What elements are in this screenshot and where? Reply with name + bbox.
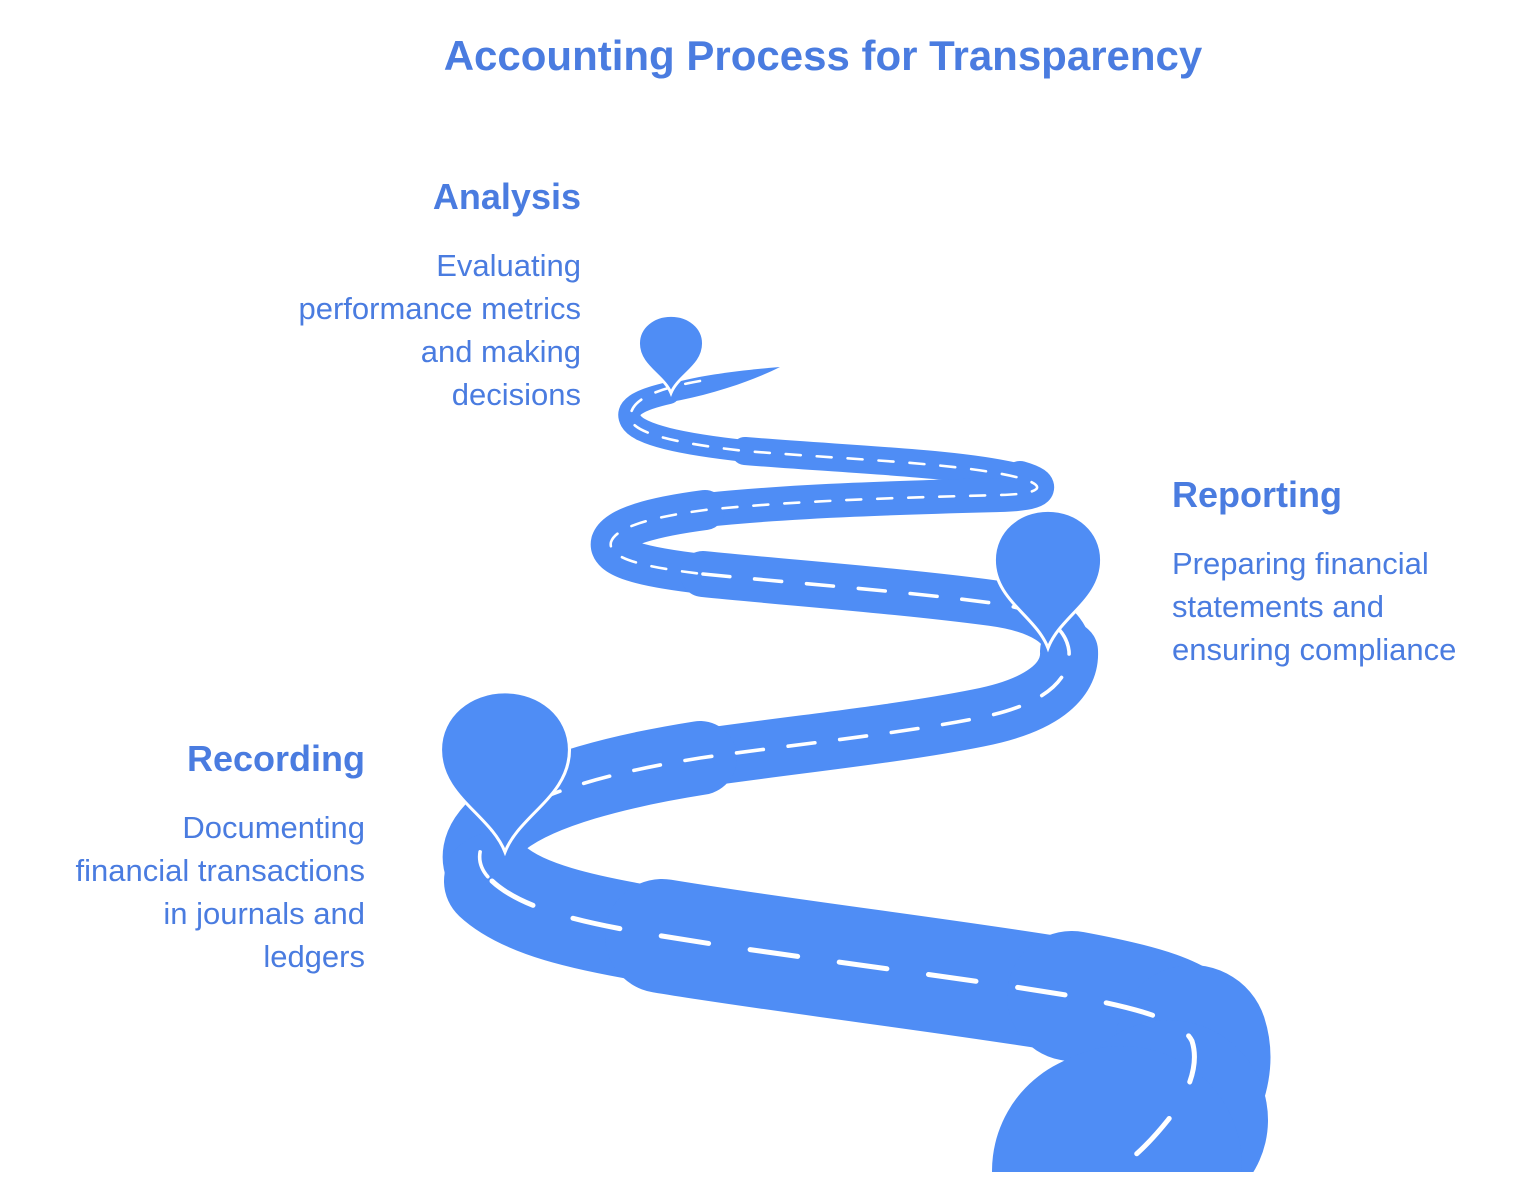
step-recording-description: Documenting financial transactions in jo… [75,810,366,974]
road-dashed-centerline [609,379,1039,576]
road-start-tip [658,367,780,404]
step-analysis-description: Evaluating performance metrics and makin… [298,248,581,412]
step-recording-title: Recording [186,738,365,779]
road-segment [671,622,1098,787]
map-pin-icon-analysis [636,314,706,397]
map-pin-icon-recording [438,690,572,857]
step-reporting-title: Reporting [1172,474,1342,515]
step-reporting-description: Preparing financial statements and ensur… [1172,546,1457,667]
road-segment [992,1046,1242,1187]
step-reporting: Reporting Preparing financial statements… [1172,474,1456,671]
map-pin-icon-reporting [992,508,1104,653]
step-recording: Recording Documenting financial transact… [76,738,366,978]
road-segment [618,382,756,462]
road-bottom-cut [840,1172,1310,1187]
step-analysis-title: Analysis [432,176,581,217]
step-analysis: Analysis Evaluating performance metrics … [298,176,581,416]
page-title: Accounting Process for Transparency [443,32,1203,79]
